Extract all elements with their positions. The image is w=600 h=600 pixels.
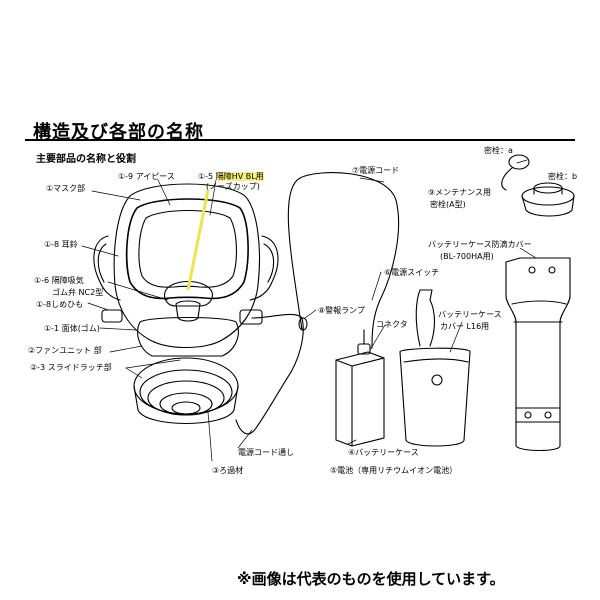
page-title: 構造及び各部の名称 <box>33 122 204 143</box>
label-plug-a: 密栓：a <box>484 146 513 155</box>
battery-illustration <box>335 329 385 447</box>
label-power-switch: ⑥電源スイッチ <box>384 268 440 277</box>
title-divider <box>25 139 575 141</box>
label-connector: コネクタ <box>376 320 408 329</box>
label-exhale-valve-1: ①-6 隔障吸気 <box>34 276 84 285</box>
label-drip-cover-2: (BL-700HA用) <box>440 252 494 261</box>
maintenance-plug-illustration <box>501 154 575 217</box>
label-fan-unit: ②ファンユニット 部 <box>28 346 102 355</box>
label-battery-case-cover-1: バッテリーケース <box>438 310 502 319</box>
label-strap: ①-8しめひも <box>36 300 84 309</box>
mask-illustration <box>93 183 279 424</box>
label-power-cord: ⑦電源コード <box>352 166 400 175</box>
label-drip-cover-1: バッテリーケース防滴カバー <box>428 240 532 249</box>
drip-cover-illustration <box>505 257 571 452</box>
label-cord-pass: 電源コード通し <box>238 448 294 457</box>
label-exhale-valve-2: ゴム弁 NC2型 <box>52 288 104 297</box>
label-nose-cup-number: ①-5 <box>198 172 214 181</box>
label-maintenance-2: 密栓(A型) <box>430 200 466 209</box>
section-subtitle: 主要部品の名称と役割 <box>36 154 136 165</box>
battery-case-cover-illustration <box>399 289 471 447</box>
label-mask: ①マスク部 <box>46 184 86 193</box>
label-battery-case: ④バッテリーケース <box>348 448 419 457</box>
label-nose-cup-model: 隔障HV BL用 <box>215 172 264 181</box>
label-battery: ⑤電池（専用リチウムイオン電池） <box>330 466 458 475</box>
label-face-body: ①-1 面体(ゴム) <box>44 324 100 333</box>
label-battery-case-cover-2: カバー L16用 <box>440 322 490 331</box>
label-nose-cup: ①-5 隔障HV BL用 <box>198 172 264 182</box>
label-alarm-lamp: ⑧警報ランプ <box>318 306 365 315</box>
alarm-lamp-illustration <box>298 317 308 331</box>
label-filter: ③ろ過材 <box>212 466 244 475</box>
label-maintenance-1: ⑨メンテナンス用 <box>428 188 492 197</box>
label-slide-latch: ②-3 スライドラッチ部 <box>30 363 112 372</box>
label-plug-b: 密栓：b <box>548 172 578 181</box>
power-cord-illustration <box>287 172 400 349</box>
label-eyepiece: ①-9 アイピース <box>118 172 175 181</box>
image-caption: ※画像は代表のものを使用しています。 <box>237 570 505 588</box>
label-rim: ①-8 耳鈴 <box>44 240 78 249</box>
label-nose-cup-sub: (ノーズカップ) <box>206 182 260 191</box>
